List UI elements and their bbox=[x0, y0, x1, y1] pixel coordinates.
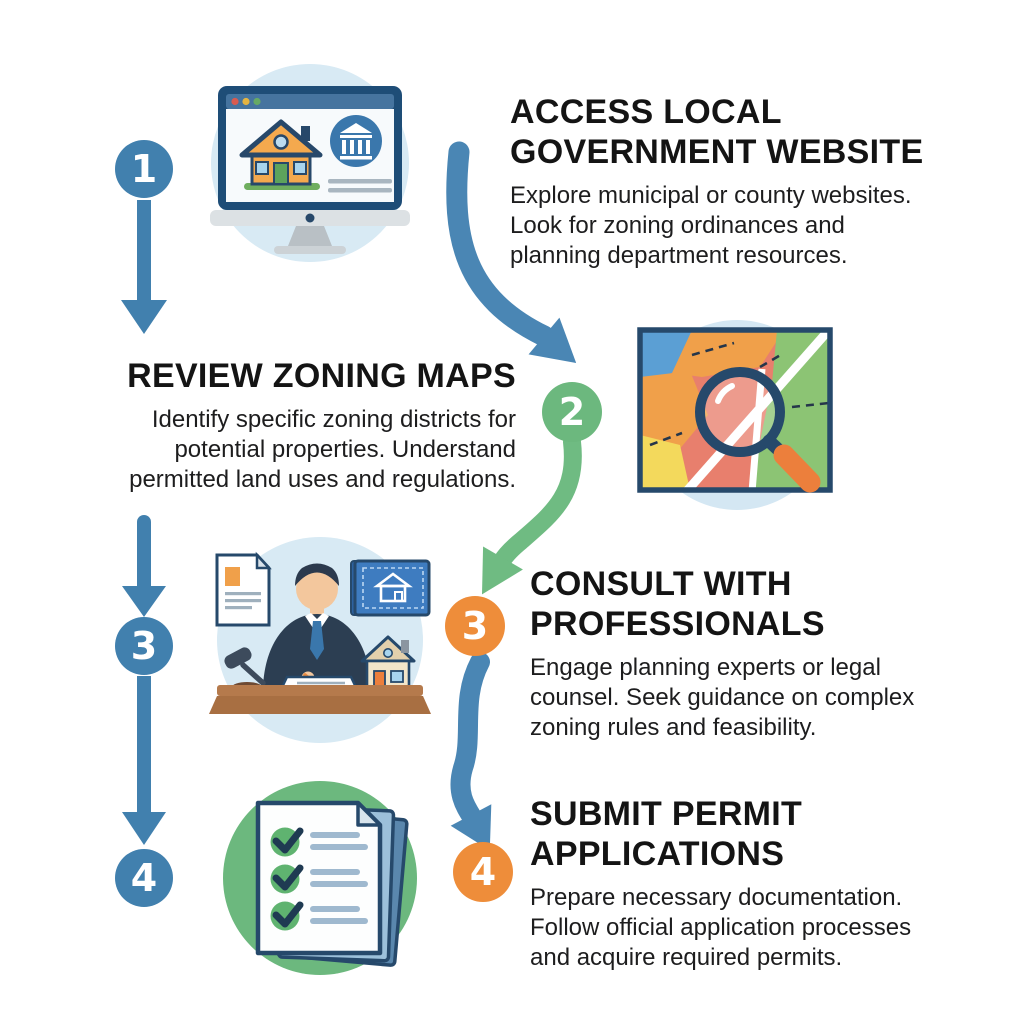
timeline-step-3-number-badge: 3 bbox=[115, 617, 173, 675]
flow-arrow-step1-to-step2-icon bbox=[446, 141, 577, 363]
timeline-step-4-number-badge: 4 bbox=[115, 849, 173, 907]
professional-consultation-icon bbox=[209, 537, 431, 743]
step-4-number-badge: 4 bbox=[453, 842, 513, 902]
checklist-documents-icon bbox=[223, 781, 417, 975]
step-4-description: Prepare necessary documentation. Follow … bbox=[530, 884, 912, 971]
step-2-text-block: REVIEW ZONING MAPS Identify specific zon… bbox=[66, 356, 516, 495]
step-2-title: REVIEW ZONING MAPS bbox=[127, 357, 516, 395]
timeline-arrow-2-down-icon bbox=[122, 515, 166, 617]
step-4-number: 4 bbox=[469, 850, 497, 894]
timeline-arrow-1-down-icon bbox=[121, 200, 167, 334]
step-3-number-badge: 3 bbox=[445, 596, 505, 656]
flow-arrow-step2-to-step3-icon bbox=[482, 433, 582, 595]
government-website-monitor-icon bbox=[210, 64, 410, 262]
step-3-title: CONSULT WITH PROFESSIONALS bbox=[530, 565, 825, 643]
step-3-description: Engage planning experts or legal counsel… bbox=[530, 654, 915, 741]
step-3-number: 3 bbox=[461, 604, 489, 648]
step-2-number-badge: 2 bbox=[542, 382, 602, 442]
flow-arrow-step3-to-step4-icon bbox=[450, 652, 492, 851]
timeline-arrow-3-down-icon bbox=[122, 676, 166, 845]
step-3-text-block: CONSULT WITH PROFESSIONALS Engage planni… bbox=[530, 564, 970, 743]
step-1-text-block: ACCESS LOCAL GOVERNMENT WEBSITE Explore … bbox=[510, 92, 950, 271]
timeline-step-3-number: 3 bbox=[130, 624, 158, 668]
step-4-title: SUBMIT PERMIT APPLICATIONS bbox=[530, 795, 803, 873]
step-2-description: Identify specific zoning districts for p… bbox=[129, 406, 516, 493]
step-2-number: 2 bbox=[558, 390, 586, 434]
step-1-number: 1 bbox=[130, 147, 158, 191]
step-1-description: Explore municipal or county websites. Lo… bbox=[510, 182, 912, 269]
step-1-number-badge: 1 bbox=[115, 140, 173, 198]
step-1-title: ACCESS LOCAL GOVERNMENT WEBSITE bbox=[510, 93, 924, 171]
zoning-map-magnifier-icon bbox=[637, 320, 833, 510]
step-4-text-block: SUBMIT PERMIT APPLICATIONS Prepare neces… bbox=[530, 794, 970, 973]
timeline-step-4-number: 4 bbox=[130, 856, 158, 900]
